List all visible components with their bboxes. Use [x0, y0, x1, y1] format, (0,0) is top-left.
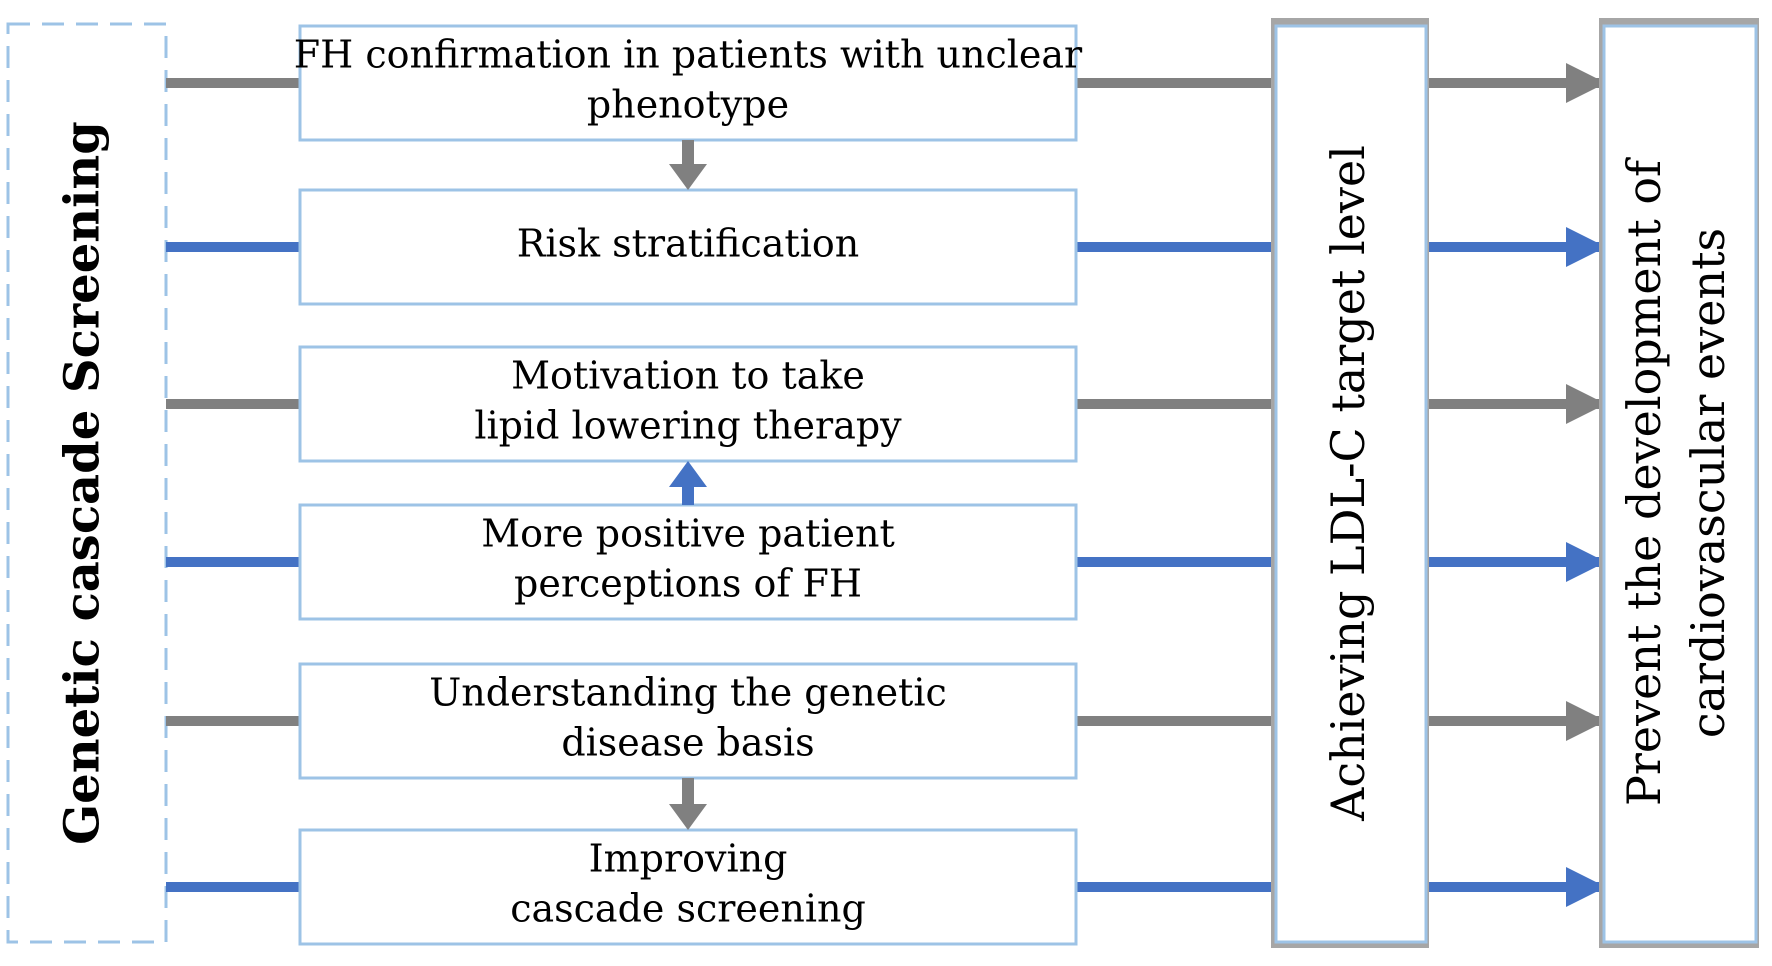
- outcome-box-3: [298, 345, 1078, 463]
- outcome-box-1-line-1: FH confirmation in patients with unclear: [294, 33, 1083, 77]
- outcome-box-5-line-2: disease basis: [561, 721, 814, 765]
- outcome-box-4-line-1: More positive patient: [481, 512, 894, 556]
- outcome-box-1: [298, 24, 1078, 142]
- outcome-box-1-line-2: phenotype: [587, 83, 789, 127]
- vertical-arrow-1: [669, 140, 707, 190]
- outcome-box-2: [298, 188, 1078, 306]
- outcome-boxes: FH confirmation in patients with unclear…: [294, 24, 1083, 946]
- outcome-box-3-line-2: lipid lowering therapy: [474, 404, 902, 448]
- vertical-arrow-3: [669, 778, 707, 830]
- connector-lines: [166, 63, 1606, 907]
- outcome-box-6: [298, 828, 1078, 946]
- middle-panel-label: Achieving LDL-C target level: [1321, 145, 1375, 822]
- vertical-arrows: [669, 140, 707, 830]
- outcome-box-3-line-1: Motivation to take: [511, 354, 865, 398]
- outcome-box-5-line-1: Understanding the genetic: [429, 671, 947, 715]
- right-panel-line-1: Prevent the development of: [1617, 157, 1671, 806]
- right-panel: [1602, 24, 1758, 944]
- outcome-box-6-line-1: Improving: [589, 837, 788, 881]
- outcome-box-6-line-2: cascade screening: [510, 887, 866, 931]
- right-panel-line-2: cardiovascular events: [1681, 228, 1735, 738]
- left-dashed-panel: [6, 22, 168, 944]
- middle-panel: [1274, 24, 1428, 944]
- outcome-box-2-line-1: Risk stratification: [517, 222, 859, 266]
- vertical-arrow-2: [669, 461, 707, 505]
- outcome-box-4-line-2: perceptions of FH: [514, 562, 862, 606]
- left-panel-label: Genetic cascade Screening: [55, 121, 111, 845]
- outcome-box-4: [298, 503, 1078, 621]
